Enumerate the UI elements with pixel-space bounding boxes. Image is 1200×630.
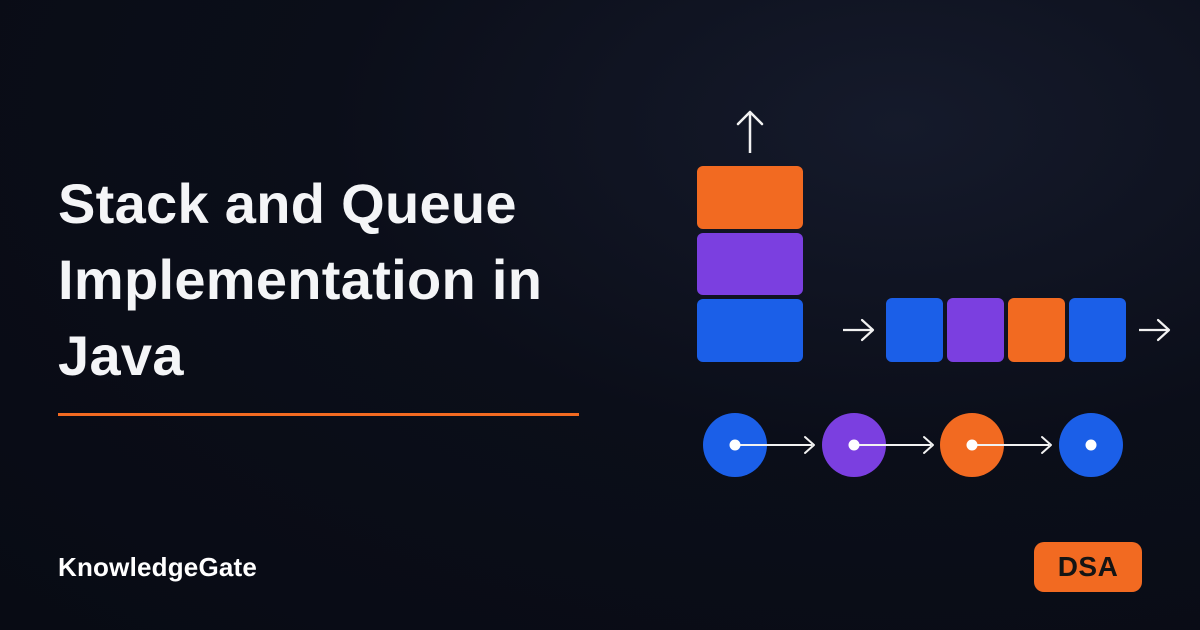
page-title: Stack and Queue Implementation in Java — [58, 166, 658, 394]
stack-item-middle — [697, 233, 803, 295]
queue-item-3 — [1008, 298, 1065, 362]
title-line-1: Stack and Queue — [58, 172, 517, 235]
dsa-badge: DSA — [1034, 542, 1142, 592]
stack-item-bottom — [697, 299, 803, 362]
queue-item-1 — [886, 298, 943, 362]
brand-name: KnowledgeGate — [58, 552, 258, 582]
stack-item-top — [697, 166, 803, 229]
node-pointer-dot — [1085, 439, 1097, 451]
queue-item-4 — [1069, 298, 1126, 362]
link-arrow-icon — [974, 436, 1052, 454]
link-arrow-icon — [737, 436, 815, 454]
title-divider — [58, 413, 579, 416]
link-arrow-icon — [856, 436, 934, 454]
enqueue-arrow-icon — [843, 318, 875, 342]
title-line-2: Implementation in — [58, 248, 543, 311]
queue-diagram — [843, 298, 1171, 362]
node-pointer-dot — [729, 439, 741, 451]
node-pointer-dot — [848, 439, 860, 451]
stack-diagram — [697, 110, 803, 362]
node-pointer-dot — [966, 439, 978, 451]
linked-list-diagram — [703, 413, 1123, 477]
dequeue-arrow-icon — [1139, 318, 1171, 342]
queue-item-2 — [947, 298, 1004, 362]
arrow-up-icon — [736, 110, 764, 153]
title-line-3: Java — [58, 324, 184, 387]
